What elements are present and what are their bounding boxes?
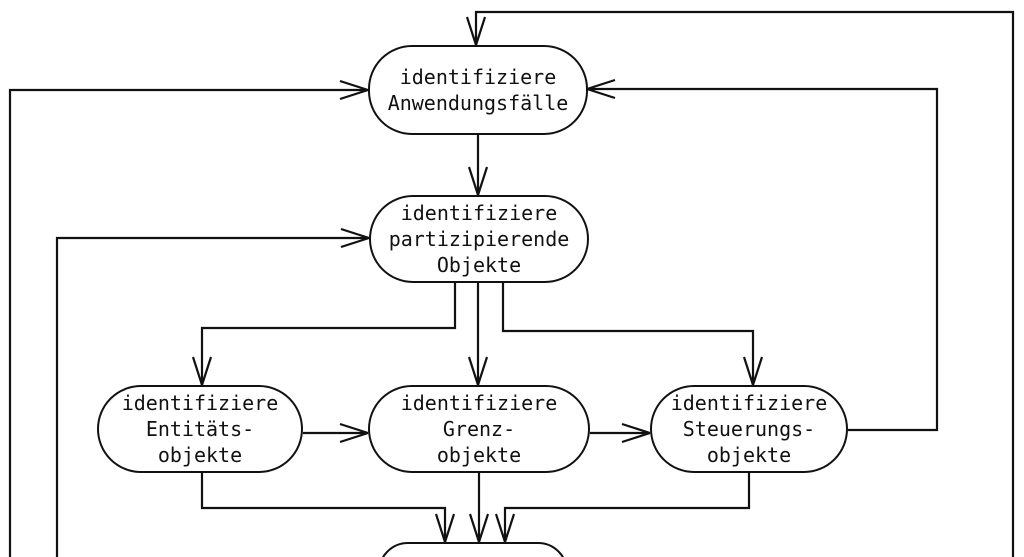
edge-anwendungsfaelle-to-partizipierende [467,135,489,196]
node-label-line: Objekte [436,253,522,277]
node-bottom-partially-visible [378,542,568,557]
edge-steuerungs-to-anwendungsfaelle-right [586,78,939,432]
node-label-line: objekte [157,443,243,467]
node-label-line: Steuerungs- [682,417,816,441]
edge-entitaets-to-grenz [303,422,369,444]
node-identifiziere-steuerungsobjekte: identifiziere Steuerungs- objekte [650,385,848,473]
edge-loop-left-outer-to-anwendungsfaelle-left [8,79,369,557]
edge-loop-right-outer-to-anwendungsfaelle-top [465,10,1015,557]
node-label-line: identifiziere [670,391,828,415]
node-label-line: objekte [436,443,522,467]
node-label-line: identifiziere [400,201,558,225]
node-label-line: Anwendungsfälle [387,91,569,115]
edge-loop-left-inner-to-partizipierende-left [55,227,370,557]
edge-grenz-to-bottom-node [468,473,490,543]
node-identifiziere-anwendungsfaelle: identifiziere Anwendungsfälle [368,45,588,135]
node-label-line: partizipierende [388,227,570,251]
edge-grenz-to-steuerungs [590,422,651,444]
node-identifiziere-grenzobjekte: identifiziere Grenz- objekte [368,385,590,473]
node-label-line: Entitäts- [145,417,255,441]
node-label-line: identifiziere [121,391,279,415]
node-label-line: identifiziere [399,65,557,89]
node-label-line: identifiziere [400,391,558,415]
edge-partizipierende-to-steuerungs [501,283,764,386]
node-label-line: Grenz- [442,417,516,441]
node-label-line: objekte [706,443,792,467]
edge-steuerungs-to-bottom-node [494,473,751,543]
node-identifiziere-partizipierende-objekte: identifiziere partizipierende Objekte [369,195,589,283]
node-identifiziere-entitaetsobjekte: identifiziere Entitäts- objekte [97,385,303,473]
edge-partizipierende-to-grenz [467,283,489,386]
edge-entitaets-to-bottom-node [200,473,456,543]
edge-partizipierende-to-entitaets [191,283,457,386]
